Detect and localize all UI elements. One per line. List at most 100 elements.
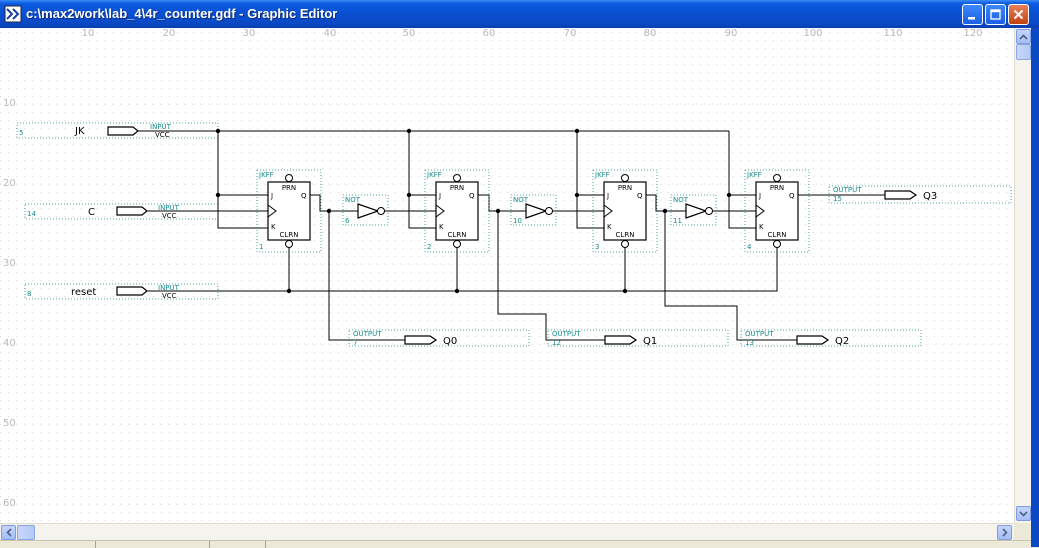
wire-jk-ff2 [408, 131, 436, 229]
ff-type: JKFF [594, 171, 610, 179]
scroll-up-button[interactable] [1016, 29, 1031, 44]
junction [495, 208, 501, 214]
ff-bbox [592, 169, 658, 253]
not-gate-11[interactable]: NOT 11 [670, 194, 717, 226]
scroll-right-button[interactable] [997, 525, 1012, 540]
ff-body [435, 181, 479, 241]
pin-box [24, 283, 219, 300]
horizontal-scrollbar[interactable] [0, 523, 1014, 541]
pin-box [348, 329, 530, 347]
arrow-right-icon [1001, 528, 1008, 537]
ff-clrn: CLRN [448, 231, 467, 239]
not-gate-6[interactable]: NOT 6 [342, 194, 389, 226]
ff-number: 1 [259, 243, 263, 251]
not-gate-10[interactable]: NOT 10 [510, 194, 557, 226]
close-button[interactable] [1008, 4, 1029, 25]
output-pin-q1[interactable]: OUTPUT 12 Q1 [547, 329, 729, 347]
jkff-1[interactable]: JKFF 1 PRN CLRN J K Q [256, 169, 322, 253]
clrn-bubble [621, 240, 629, 248]
not-type: NOT [673, 196, 689, 204]
scroll-down-button[interactable] [1016, 506, 1031, 521]
output-pin-symbol [884, 190, 918, 200]
prn-bubble [773, 174, 781, 182]
schematic-canvas[interactable]: 10 20 30 40 50 60 70 80 90 100 110 120 1… [0, 28, 1014, 523]
junction [215, 128, 221, 134]
clock-triangle [435, 204, 445, 218]
status-divider [209, 541, 210, 548]
ruler-y-label: 30 [3, 258, 16, 269]
pin-box [24, 203, 219, 220]
ruler-x-label: 30 [243, 28, 256, 39]
ruler-x-label: 110 [883, 28, 902, 39]
input-pin-symbol [116, 206, 148, 216]
junction [286, 288, 292, 294]
ruler-y-label: 10 [3, 98, 16, 109]
output-pin-q3[interactable]: OUTPUT 15 Q3 [828, 185, 1012, 204]
arrow-up-icon [1019, 33, 1028, 40]
ff-k: K [759, 223, 764, 231]
jkff-2[interactable]: JKFF 2 PRN CLRN J K Q [424, 169, 490, 253]
junction [215, 192, 221, 198]
output-pin-q0[interactable]: OUTPUT 7 Q0 [348, 329, 530, 347]
vertical-scrollbar[interactable] [1014, 28, 1032, 523]
ff-j: J [758, 192, 761, 200]
junction [406, 192, 412, 198]
ruler-y-label: 40 [3, 338, 16, 349]
input-pin-reset[interactable]: 8 reset INPUT VCC [24, 283, 219, 300]
ff-clrn: CLRN [280, 231, 299, 239]
scroll-left-button[interactable] [1, 525, 16, 540]
ruler-y-label: 20 [3, 178, 16, 189]
vertical-scroll-thumb[interactable] [1016, 44, 1031, 60]
ff-q: Q [469, 192, 475, 200]
ff-q: Q [637, 192, 643, 200]
clrn-bubble [453, 240, 461, 248]
clock-triangle [755, 204, 765, 218]
pin-name: reset [71, 287, 96, 298]
pin-sub: VCC [155, 131, 170, 139]
wire-q2 [646, 194, 797, 341]
junction [454, 288, 460, 294]
ruler-x-label: 90 [725, 28, 738, 39]
not-triangle [357, 203, 380, 219]
ruler-x-label: 120 [963, 28, 982, 39]
ff-prn: PRN [450, 184, 464, 192]
junction [622, 288, 628, 294]
pin-name: Q1 [643, 336, 657, 347]
not-bbox [342, 194, 389, 226]
ff-type: JKFF [258, 171, 274, 179]
output-pin-q2[interactable]: OUTPUT 13 Q2 [740, 329, 922, 347]
maximize-button[interactable] [985, 4, 1006, 25]
wires [138, 130, 885, 341]
clock-triangle [267, 204, 277, 218]
pin-type: OUTPUT [552, 330, 581, 338]
jkff-4[interactable]: JKFF 4 PRN CLRN J K Q [744, 169, 810, 253]
pin-type: OUTPUT [745, 330, 774, 338]
ff-k: K [607, 223, 612, 231]
ff-q: Q [789, 192, 795, 200]
pin-number: 5 [19, 129, 23, 137]
ff-k: K [271, 223, 276, 231]
title-bar[interactable]: c:\max2work\lab_4\4r_counter.gdf - Graph… [0, 0, 1039, 28]
close-icon [1013, 9, 1024, 20]
pin-type: INPUT [158, 204, 180, 212]
not-number: 11 [673, 217, 682, 225]
pin-type: OUTPUT [833, 186, 862, 194]
pin-sub: VCC [162, 292, 177, 300]
pin-name: Q2 [835, 336, 849, 347]
input-pin-c[interactable]: 14 C INPUT VCC [24, 203, 219, 220]
input-pin-symbol [116, 286, 148, 296]
app-icon[interactable] [4, 5, 22, 23]
jkff-3[interactable]: JKFF 3 PRN CLRN J K Q [592, 169, 658, 253]
pin-name: JK [74, 126, 85, 137]
ff-k: K [439, 223, 444, 231]
prn-bubble [453, 174, 461, 182]
minimize-button[interactable] [962, 4, 983, 25]
pin-type: INPUT [158, 284, 180, 292]
pin-box [828, 185, 1012, 204]
horizontal-scroll-thumb[interactable] [17, 525, 35, 540]
junction [662, 208, 668, 214]
ff-type: JKFF [746, 171, 762, 179]
input-pin-jk[interactable]: 5 JK INPUT VCC [16, 122, 219, 139]
ff-clrn: CLRN [616, 231, 635, 239]
window-frame-right [1031, 28, 1039, 547]
